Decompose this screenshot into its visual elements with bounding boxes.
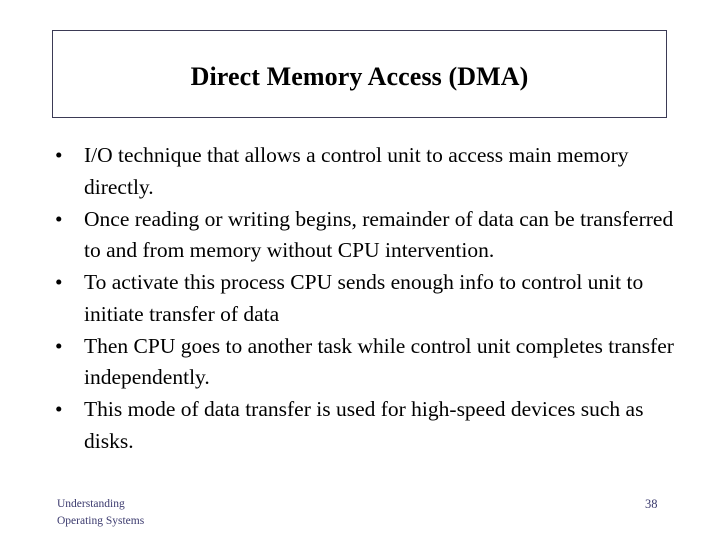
list-item: • I/O technique that allows a control un… xyxy=(50,140,675,203)
bullet-point-icon: • xyxy=(55,143,63,167)
list-item-text: I/O technique that allows a control unit… xyxy=(84,143,629,199)
bullet-list: • I/O technique that allows a control un… xyxy=(50,140,675,458)
list-item: • This mode of data transfer is used for… xyxy=(50,394,675,457)
list-item-text: This mode of data transfer is used for h… xyxy=(84,397,644,453)
slide-page-number: 38 xyxy=(645,497,658,511)
page-title: Direct Memory Access (DMA) xyxy=(190,62,529,91)
footer-book-title: Understanding Operating Systems xyxy=(57,496,144,529)
list-item: • To activate this process CPU sends eno… xyxy=(50,267,675,330)
title-placeholder-box: Direct Memory Access (DMA) xyxy=(52,30,667,118)
bullet-point-icon: • xyxy=(55,333,63,358)
footer-line-1: Understanding xyxy=(57,498,125,510)
bullet-point-icon: • xyxy=(55,270,63,294)
list-item-text: Then CPU goes to another task while cont… xyxy=(84,333,674,390)
list-item-text: Once reading or writing begins, remainde… xyxy=(84,206,674,263)
bullet-point-icon: • xyxy=(55,206,63,231)
list-item: • Then CPU goes to another task while co… xyxy=(50,331,675,394)
list-item-text: To activate this process CPU sends enoug… xyxy=(84,270,644,326)
footer-line-2: Operating Systems xyxy=(57,514,145,527)
list-item: • Once reading or writing begins, remain… xyxy=(50,204,675,267)
bullet-point-icon: • xyxy=(55,397,63,421)
